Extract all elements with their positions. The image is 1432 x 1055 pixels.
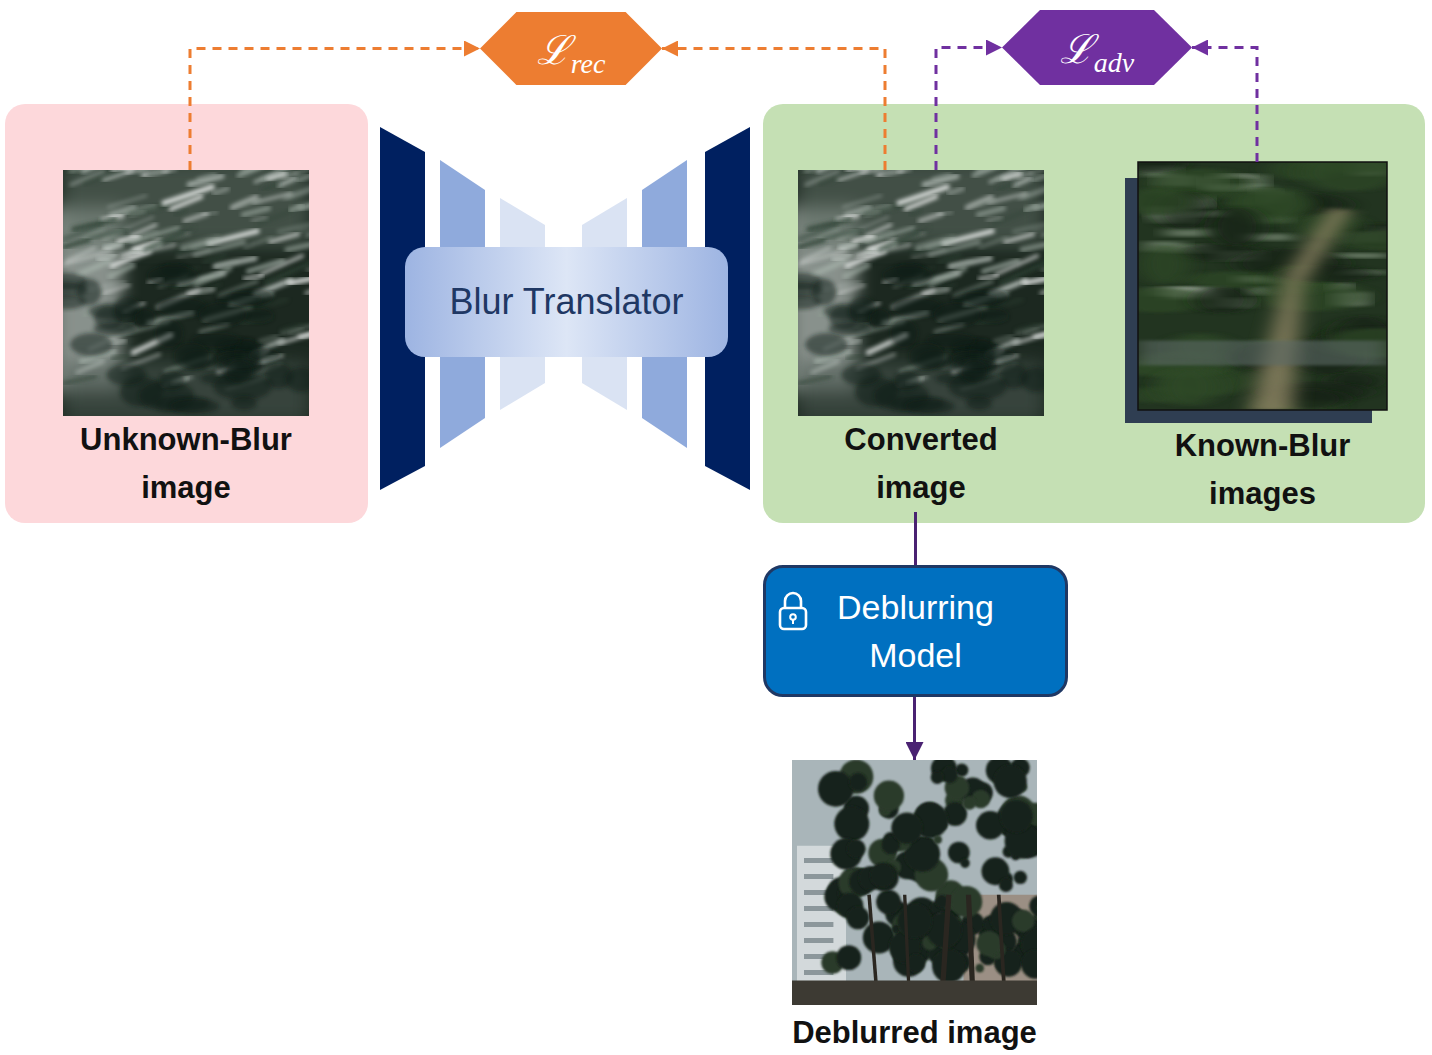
- image-caption: Known-Blur images: [1132, 422, 1394, 518]
- translator-layers: [380, 127, 750, 490]
- output-panel: [763, 104, 1425, 523]
- converted-image: Converted image: [798, 170, 1044, 512]
- image-caption: Unknown-Blur image: [61, 416, 311, 512]
- loss-subscript: rec: [571, 48, 606, 79]
- loss-letter: ℒ: [1060, 27, 1093, 72]
- connector: [662, 49, 885, 171]
- connector: [936, 48, 1002, 171]
- loss-symbol: ℒadv: [1060, 20, 1134, 75]
- photo: [63, 170, 309, 416]
- translator-box: Blur Translator: [405, 247, 728, 357]
- lock-icon: [777, 590, 809, 632]
- photo: [798, 170, 1044, 416]
- connector: [913, 697, 916, 760]
- input-panel: [5, 104, 368, 523]
- photo: [792, 760, 1037, 1005]
- image-area: [792, 760, 1037, 1005]
- image-area: [798, 170, 1044, 416]
- loss-letter: ℒ: [537, 28, 570, 73]
- photo: [1138, 162, 1387, 410]
- known-blur-images: Known-Blur images: [1138, 162, 1387, 518]
- deblurred-image: Deblurred image: [792, 760, 1037, 1055]
- blur-photos: [45, 151, 1432, 1005]
- loss-hexagon: ℒadv: [1002, 10, 1192, 85]
- loss-subscript: adv: [1094, 47, 1134, 78]
- model-box: Deblurring Model: [763, 565, 1068, 697]
- image-area: [1138, 162, 1387, 410]
- connector: [1192, 48, 1257, 163]
- image-area: [63, 170, 309, 416]
- connector: [914, 512, 917, 565]
- input-image: Unknown-Blur image: [63, 170, 309, 512]
- image-caption: Deblurred image: [725, 1009, 1105, 1055]
- connector: [190, 49, 480, 171]
- loss-hexagon: ℒrec: [480, 12, 662, 85]
- photo-frame: [1138, 162, 1387, 410]
- model-label: Deblurring Model: [818, 583, 1013, 679]
- translator-label: Blur Translator: [449, 278, 683, 326]
- image-caption: Converted image: [796, 416, 1046, 512]
- loss-symbol: ℒrec: [537, 21, 606, 76]
